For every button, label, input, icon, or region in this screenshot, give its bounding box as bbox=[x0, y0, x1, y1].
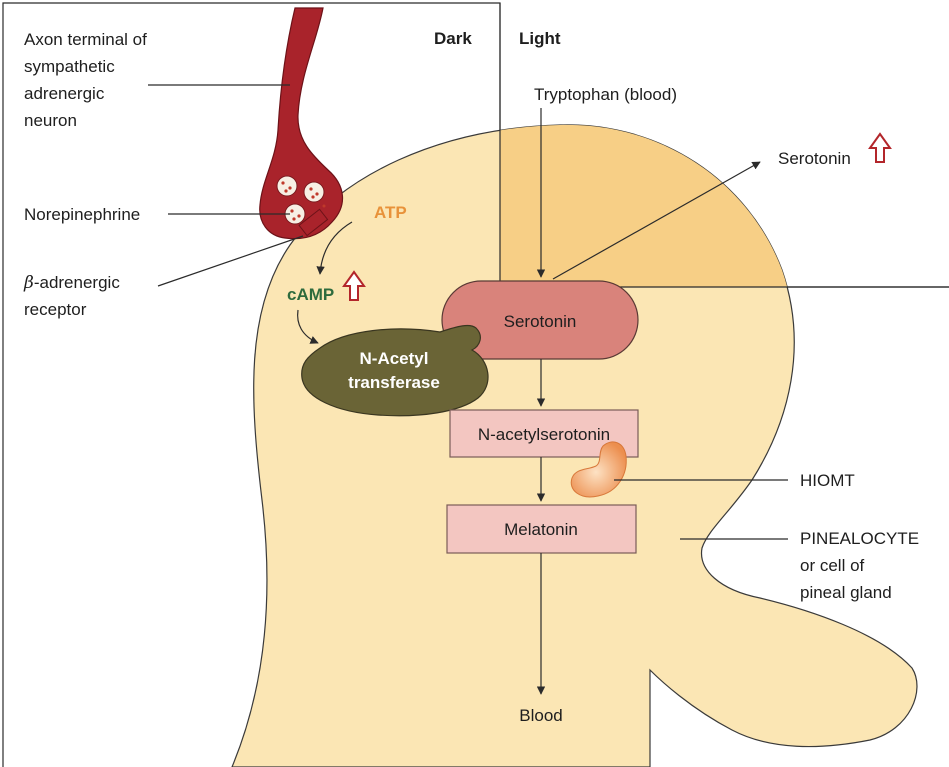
up-arrow-icon bbox=[870, 134, 890, 162]
beta-receptor-label: β-adrenergic bbox=[23, 273, 120, 293]
axon-terminal bbox=[260, 8, 343, 239]
beta-rest: -adrenergic bbox=[34, 273, 120, 292]
atp-label: ATP bbox=[374, 203, 407, 222]
axon-label-4: neuron bbox=[24, 111, 77, 130]
nat-label-1: N-Acetyl bbox=[360, 349, 429, 368]
nat-label-2: transferase bbox=[348, 373, 440, 392]
beta-symbol: β bbox=[23, 273, 34, 293]
n-acetylserotonin-label: N-acetylserotonin bbox=[478, 425, 610, 444]
melatonin-label: Melatonin bbox=[504, 520, 578, 539]
pinealocyte-label-3: pineal gland bbox=[800, 583, 892, 602]
norepinephrine-label: Norepinephrine bbox=[24, 205, 140, 224]
tryptophan-label: Tryptophan (blood) bbox=[534, 85, 677, 104]
axon-label-2: sympathetic bbox=[24, 57, 115, 76]
axon-label-1: Axon terminal of bbox=[24, 30, 147, 49]
hiomt-label: HIOMT bbox=[800, 471, 855, 490]
pinealocyte-label-2: or cell of bbox=[800, 556, 865, 575]
light-label: Light bbox=[519, 29, 561, 48]
receptor-label: receptor bbox=[24, 300, 87, 319]
dark-label: Dark bbox=[434, 29, 472, 48]
serotonin-box-label: Serotonin bbox=[504, 312, 577, 331]
axon-label-3: adrenergic bbox=[24, 84, 105, 103]
serotonin-out-label: Serotonin bbox=[778, 149, 851, 168]
pinealocyte-label-1: PINEALOCYTE bbox=[800, 529, 919, 548]
camp-label: cAMP bbox=[287, 285, 334, 304]
blood-label: Blood bbox=[519, 706, 562, 725]
